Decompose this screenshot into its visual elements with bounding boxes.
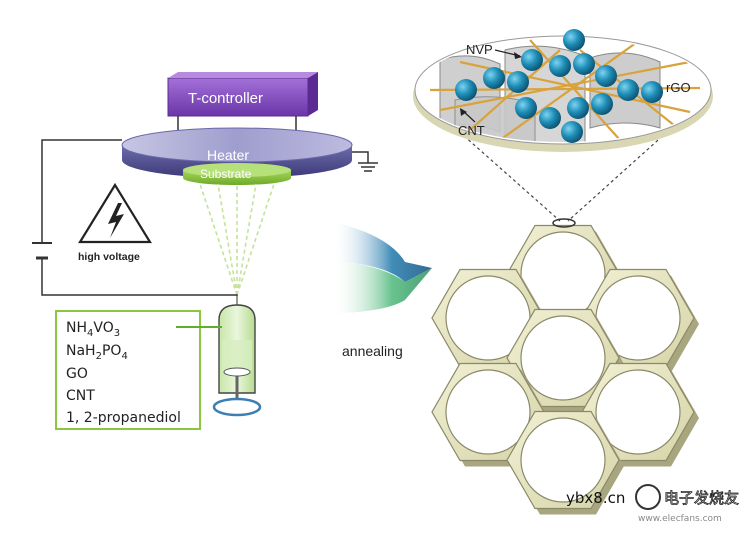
watermark: ybx8.cn 电子发烧友 www.elecfans.com (566, 484, 739, 524)
reagent-go: GO (66, 366, 88, 382)
magnified-structure: NVP rGO CNT (413, 29, 713, 222)
spray-cone (199, 183, 275, 296)
watermark-logo-icon (635, 484, 661, 510)
electrospray-setup: T-controller Heater Substrate (32, 72, 378, 430)
zoom-ring (552, 218, 576, 228)
reagent-nah2po4: NaH2PO4 (66, 343, 128, 362)
rgo-label: rGO (666, 80, 691, 95)
nvp-label: NVP (466, 42, 493, 57)
reagent-propanediol: 1, 2-propanediol (66, 410, 181, 426)
watermark-site: ybx8.cn (566, 489, 625, 507)
heater-label: Heater (207, 147, 249, 163)
high-voltage-warning: high voltage (78, 182, 152, 263)
voltage-source-icon (32, 242, 52, 260)
lightning-bolt-icon (108, 203, 124, 238)
t-controller-label: T-controller (188, 90, 263, 107)
honeycomb-cell (581, 268, 699, 373)
ground-icon (352, 151, 378, 172)
substrate: Substrate (183, 163, 291, 185)
arrow-green-stream (332, 262, 432, 314)
reagent-list: NH4VO3 NaH2PO4 GO CNT 1, 2-propanediol (55, 310, 222, 430)
substrate-label: Substrate (200, 167, 252, 181)
heater: Heater (121, 127, 353, 178)
annealing-label: annealing (342, 343, 403, 359)
nvp-spheres (455, 29, 663, 143)
reagent-cnt: CNT (66, 388, 95, 404)
cnt-label: CNT (458, 123, 485, 138)
reagent-nh4vo3: NH4VO3 (66, 320, 120, 339)
annealing-arrow: annealing (332, 222, 432, 359)
honeycomb-cell (581, 362, 699, 467)
honeycomb-cell (431, 268, 549, 373)
arrow-blue-stream (332, 222, 432, 282)
syringe (212, 296, 262, 417)
honeycomb-cell (506, 410, 624, 515)
watermark-url: www.elecfans.com (638, 514, 722, 524)
high-voltage-label: high voltage (78, 251, 140, 263)
watermark-brand: 电子发烧友 (664, 489, 739, 507)
honeycomb-framework (431, 224, 699, 515)
